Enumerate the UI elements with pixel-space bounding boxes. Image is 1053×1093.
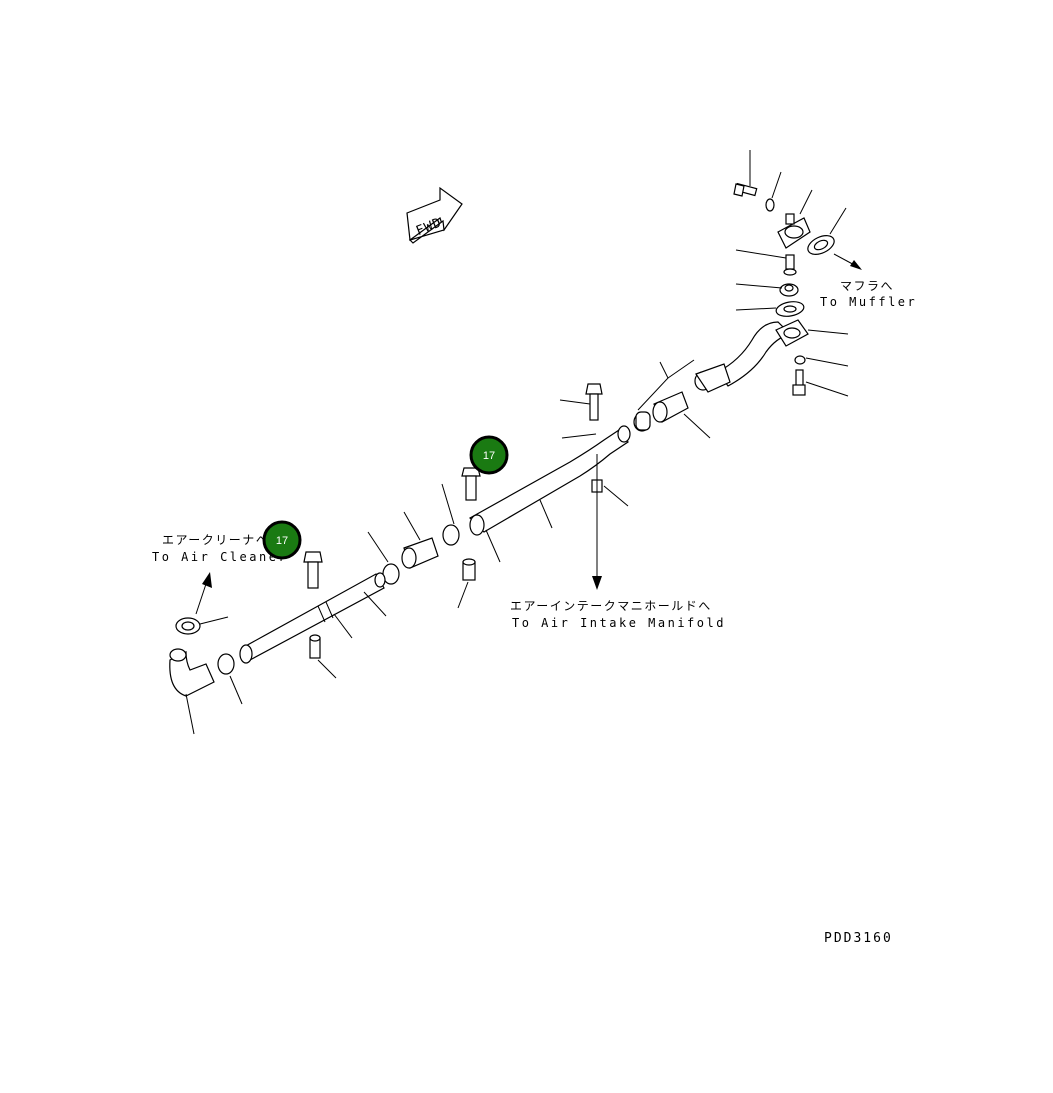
part-number-badge[interactable]: 17 <box>262 520 302 560</box>
part-number-badge[interactable]: 17 <box>469 435 509 475</box>
svg-text:17: 17 <box>276 535 288 547</box>
air-cleaner-label-en: To Air Cleaner <box>152 550 288 564</box>
svg-text:17: 17 <box>483 450 495 462</box>
intake-label-jp: エアーインテークマニホールドへ <box>510 599 712 613</box>
air-cleaner-label-jp: エアークリーナへ <box>162 533 269 547</box>
drawing-code: PDD3160 <box>824 931 893 946</box>
muffler-label-en: To Muffler <box>820 295 917 309</box>
intake-pipe-upper <box>469 383 631 590</box>
muffler-label-jp: マフラへ <box>840 279 894 293</box>
intake-label-en: To Air Intake Manifold <box>512 616 726 630</box>
middle-bracket-parts <box>367 467 501 609</box>
intake-pipe-lower <box>217 551 387 705</box>
air-cleaner-elbow <box>169 572 229 735</box>
muffler-connection-parts <box>717 150 862 397</box>
middle-hose-coupler <box>633 359 731 439</box>
fwd-arrow-icon: FWD <box>406 186 463 244</box>
